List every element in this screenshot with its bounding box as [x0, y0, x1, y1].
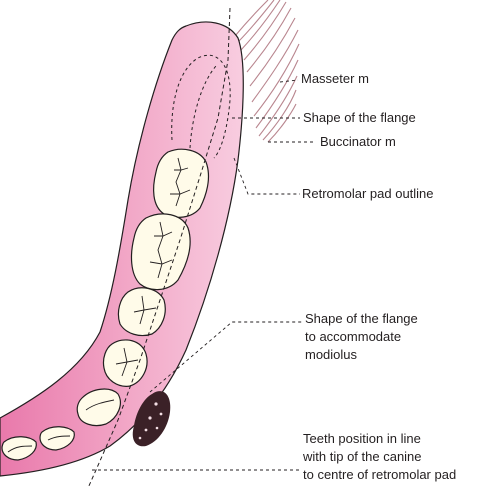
retromolar-leader — [233, 157, 300, 195]
lateral-incisor — [39, 426, 75, 451]
tooth-fissures — [7, 157, 191, 453]
second-premolar — [117, 287, 166, 337]
masseter-label-text: Masseter m — [301, 71, 369, 86]
buccinator-label: Buccinator m — [320, 133, 396, 151]
modiolus-flange-line-3: modiolus — [305, 347, 358, 362]
first-molar — [130, 213, 191, 291]
teeth-position-line-3: to centre of retromolar pad — [303, 467, 457, 482]
retromolar-pad-outline — [171, 54, 231, 159]
second-molar — [153, 148, 210, 218]
modiolus — [132, 391, 171, 447]
flange-shape-label: Shape of the flange — [303, 109, 416, 127]
masseter-muscle — [234, 0, 300, 143]
teeth — [1, 148, 210, 461]
buccinator-label-text: Buccinator m — [320, 134, 396, 149]
modiolus-flange-label: Shape of the flange to accommodate modio… — [305, 310, 418, 364]
first-premolar — [102, 339, 148, 387]
masseter-label: Masseter m — [301, 70, 369, 88]
teeth-position-label: Teeth position in line with tip of the c… — [303, 430, 456, 484]
flange-shape-label-text: Shape of the flange — [303, 110, 416, 125]
retromolar-label-text: Retromolar pad outline — [302, 186, 434, 201]
modiolus-flange-line-1: Shape of the flange — [305, 311, 418, 326]
modiolus-flange-line-2: to accommodate — [305, 329, 402, 344]
teeth-position-line-2: with tip of the canine — [303, 449, 422, 464]
modiolus-dots — [138, 402, 163, 440]
canine — [76, 388, 121, 427]
retromolar-label: Retromolar pad outline — [302, 185, 434, 203]
central-incisor — [1, 436, 37, 461]
retromolar-pad-inner-line — [189, 65, 217, 149]
leader-lines — [92, 79, 316, 471]
residual-ridge — [0, 21, 244, 477]
teeth-position-line-1: Teeth position in line — [303, 431, 421, 446]
tooth-alignment-line — [87, 7, 231, 488]
